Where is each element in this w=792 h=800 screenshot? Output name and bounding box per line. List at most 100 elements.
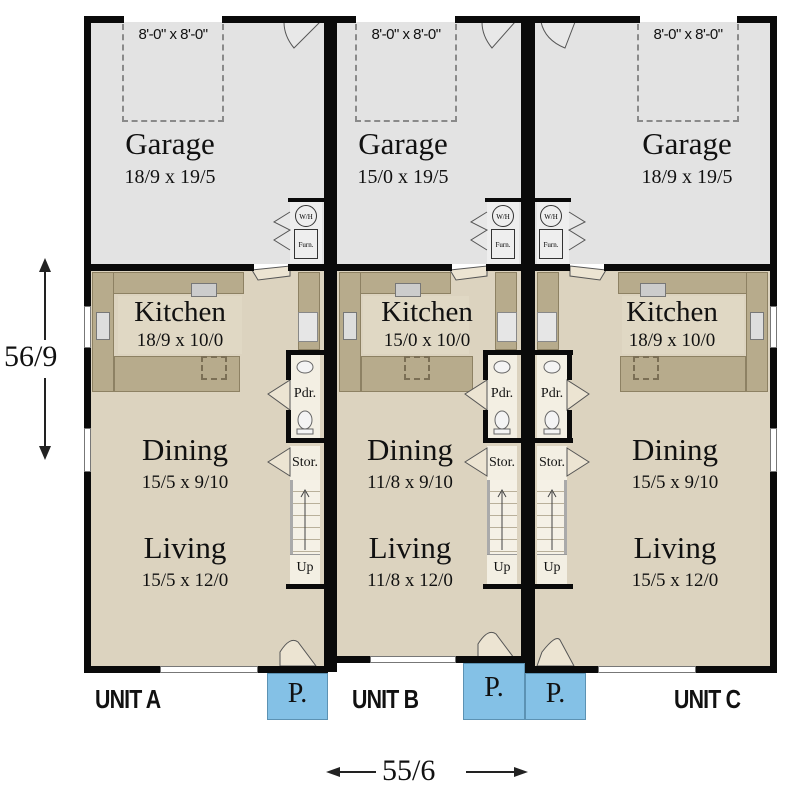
unit-a-porch-label: P.: [287, 678, 308, 709]
unit-b-powder-wall-bot: [483, 438, 521, 443]
unit-c-powder-label: Pdr.: [540, 386, 564, 401]
unit-a-dining-dims: 15/5 x 9/10: [141, 472, 229, 493]
unit-b-dining-name: Dining: [366, 432, 454, 467]
unit-b-kitchen-sink: [343, 312, 357, 340]
unit-b-porch-label: P.: [484, 672, 504, 703]
unit-c-porch: P.: [525, 673, 586, 720]
unit-a-kitchen-window: [84, 306, 91, 348]
unit-b-stair-wall-bot: [483, 584, 521, 589]
width-dimension-label: 55/6: [382, 754, 436, 787]
unit-a-water-heater: W/H: [295, 205, 317, 227]
unit-c-water-heater: W/H: [540, 205, 562, 227]
unit-c-kitchen-name: Kitchen: [626, 296, 718, 328]
unit-c-mech-wall: [535, 198, 571, 202]
unit-c-stove: [640, 283, 666, 297]
unit-c-garage-door-size: 8'-0" x 8'-0": [653, 26, 723, 43]
unit-c-dining-dims: 15/5 x 9/10: [631, 472, 719, 493]
unit-a-stair-wall-bot: [286, 584, 324, 589]
unit-a-porch: P.: [267, 673, 328, 720]
unit-c-garage-dims: 18/9 x 19/5: [641, 166, 733, 188]
unit-a-kitchen-counter-back: [92, 272, 244, 294]
unit-b-living-name: Living: [368, 530, 452, 565]
unit-b-storage-label: Stor.: [488, 455, 516, 470]
unit-c-island-stool: [633, 356, 659, 380]
unit-b-powder-wall-side-top: [483, 350, 488, 380]
unit-b-stairs[interactable]: [487, 480, 517, 554]
unit-c-top-wall-right: [737, 16, 777, 23]
unit-b-island-stool: [404, 356, 430, 380]
unit-b-garage-wall-right: [486, 264, 526, 271]
party-wall-b-c: [521, 16, 535, 688]
unit-a-powder-wall-side-bot: [286, 410, 291, 442]
unit-b-garage-name: Garage: [358, 126, 448, 161]
unit-a-garage-door-size: 8'-0" x 8'-0": [138, 26, 208, 43]
unit-c-stairs[interactable]: [537, 480, 567, 554]
unit-c-kitchen-window: [770, 306, 777, 348]
unit-b-label: UNIT B: [352, 684, 419, 714]
unit-b-storage: [487, 446, 517, 480]
unit-a-living-name: Living: [143, 530, 227, 565]
unit-c-stairs-landing: [537, 554, 567, 584]
unit-c-garage-wall: [604, 264, 776, 271]
unit-a-fridge: [298, 312, 318, 342]
unit-a-dining-window: [84, 428, 91, 472]
unit-a-stairs-landing: [290, 554, 320, 584]
unit-b-top-wall-left: [330, 16, 356, 23]
unit-a-stove: [191, 283, 217, 297]
unit-a-storage-label: Stor.: [291, 455, 319, 470]
unit-b-kitchen-name: Kitchen: [381, 296, 473, 328]
unit-a-mech-wall: [288, 198, 324, 202]
unit-a-front-window: [160, 666, 258, 673]
unit-b-top-wall-right: [455, 16, 525, 23]
unit-a-powder-wall-bot: [286, 438, 324, 443]
unit-a-stairs[interactable]: [290, 480, 320, 554]
unit-c-garage-wall-left: [530, 264, 570, 271]
unit-a-garage-wall-right: [288, 264, 328, 271]
unit-a-kitchen-work-area: [118, 296, 242, 354]
unit-b-powder-wall-top: [483, 350, 521, 355]
unit-c-top-wall-left: [530, 16, 640, 23]
unit-c-living-dims: 15/5 x 12/0: [631, 570, 719, 591]
unit-b-kitchen-work-area: [363, 296, 469, 354]
party-wall-a-b: [324, 16, 337, 672]
unit-a-kitchen-dims: 18/9 x 10/0: [136, 330, 224, 351]
unit-c-fridge: [537, 312, 557, 342]
unit-c-label: UNIT C: [674, 684, 741, 714]
unit-a-powder-wall-top: [286, 350, 324, 355]
unit-a-garage-name: Garage: [125, 126, 215, 161]
unit-b-garage-dims: 15/0 x 19/5: [357, 166, 449, 188]
unit-b-kitchen-island: [361, 356, 473, 392]
unit-c-stair-wall-bot: [535, 584, 573, 589]
unit-a-dining-name: Dining: [141, 432, 229, 467]
depth-dimension-label: 56/9: [4, 340, 58, 373]
unit-a-garage-door-outline: [122, 24, 224, 122]
unit-a-garage-dims: 18/9 x 19/5: [124, 166, 216, 188]
unit-c-front-window: [598, 666, 696, 673]
unit-a-living-dims: 15/5 x 12/0: [141, 570, 229, 591]
unit-a-powder-wall-side-top: [286, 350, 291, 380]
unit-a-furnace: Furn.: [294, 229, 318, 259]
unit-a-top-wall-left: [84, 16, 124, 23]
unit-b-water-heater: W/H: [492, 205, 514, 227]
unit-b-powder-label: Pdr.: [490, 386, 514, 401]
unit-b-garage-wall: [330, 264, 452, 271]
unit-c-kitchen-dims: 18/9 x 10/0: [628, 330, 716, 351]
unit-b-stairs-landing: [487, 554, 517, 584]
unit-b-powder-wall-side-bot: [483, 410, 488, 442]
unit-b-garage-door-size: 8'-0" x 8'-0": [371, 26, 441, 43]
unit-b-mech-wall: [485, 198, 521, 202]
unit-b-furnace: Furn.: [491, 229, 515, 259]
unit-a-island-stool: [201, 356, 227, 380]
unit-b-front-window: [370, 656, 456, 663]
unit-b-fridge: [497, 312, 517, 342]
unit-c-dining-window: [770, 428, 777, 472]
unit-b-stove: [395, 283, 421, 297]
unit-a-kitchen-island: [114, 356, 240, 392]
unit-c-furnace: Furn.: [539, 229, 563, 259]
unit-b-living-dims: 11/8 x 12/0: [367, 570, 453, 591]
unit-c-powder-wall-side-bot: [567, 410, 572, 442]
unit-a-powder-label: Pdr.: [293, 386, 317, 401]
unit-c-kitchen-work-area: [622, 296, 744, 354]
unit-a-stairs-label: Up: [296, 560, 314, 575]
unit-b-dining-dims: 11/8 x 9/10: [367, 472, 453, 493]
